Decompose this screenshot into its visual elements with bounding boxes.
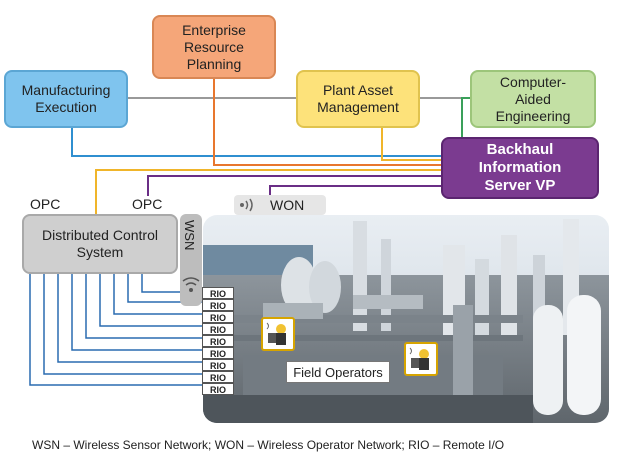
rio-box: RIO <box>202 359 234 371</box>
footer-caption: WSN – Wireless Sensor Network; WON – Wir… <box>32 438 505 452</box>
erp-label: Enterprise Resource Planning <box>182 21 246 72</box>
rio-box: RIO <box>202 347 234 359</box>
pam-label: Plant Asset Management <box>317 82 399 115</box>
opc-label-2: OPC <box>128 196 167 212</box>
mes-box: Manufacturing Execution <box>4 70 128 128</box>
dcs-box: Distributed Control System <box>22 214 178 274</box>
rio-box: RIO <box>202 287 234 299</box>
pam-box: Plant Asset Management <box>296 70 420 128</box>
mes-label: Manufacturing Execution <box>21 82 111 115</box>
wsn-label: WSN <box>182 220 197 251</box>
won-label: WON <box>234 195 326 215</box>
wireless-icon <box>240 198 253 212</box>
worker-tablet-icon <box>261 317 295 351</box>
rio-box: RIO <box>202 299 234 311</box>
rio-box: RIO <box>202 323 234 335</box>
cae-label: Computer-Aided Engineering <box>495 73 571 124</box>
bis-box: Backhaul Information Server VP <box>441 137 599 199</box>
rio-box: RIO <box>202 335 234 347</box>
erp-box: Enterprise Resource Planning <box>152 15 276 79</box>
won-text: WON <box>270 197 305 213</box>
field-operators-label: Field Operators <box>286 361 390 383</box>
rio-box: RIO <box>202 371 234 383</box>
cae-box: Computer-Aided Engineering <box>470 70 596 128</box>
opc-label-1: OPC <box>26 196 65 212</box>
dcs-label: Distributed Control System <box>42 227 158 260</box>
rio-box: RIO <box>202 311 234 323</box>
wsn-bar: WSN <box>180 214 202 306</box>
rio-box: RIO <box>202 383 234 395</box>
bis-label: Backhaul Information Server VP <box>478 141 562 194</box>
wireless-icon <box>182 277 200 292</box>
worker-tablet-icon <box>404 342 438 376</box>
